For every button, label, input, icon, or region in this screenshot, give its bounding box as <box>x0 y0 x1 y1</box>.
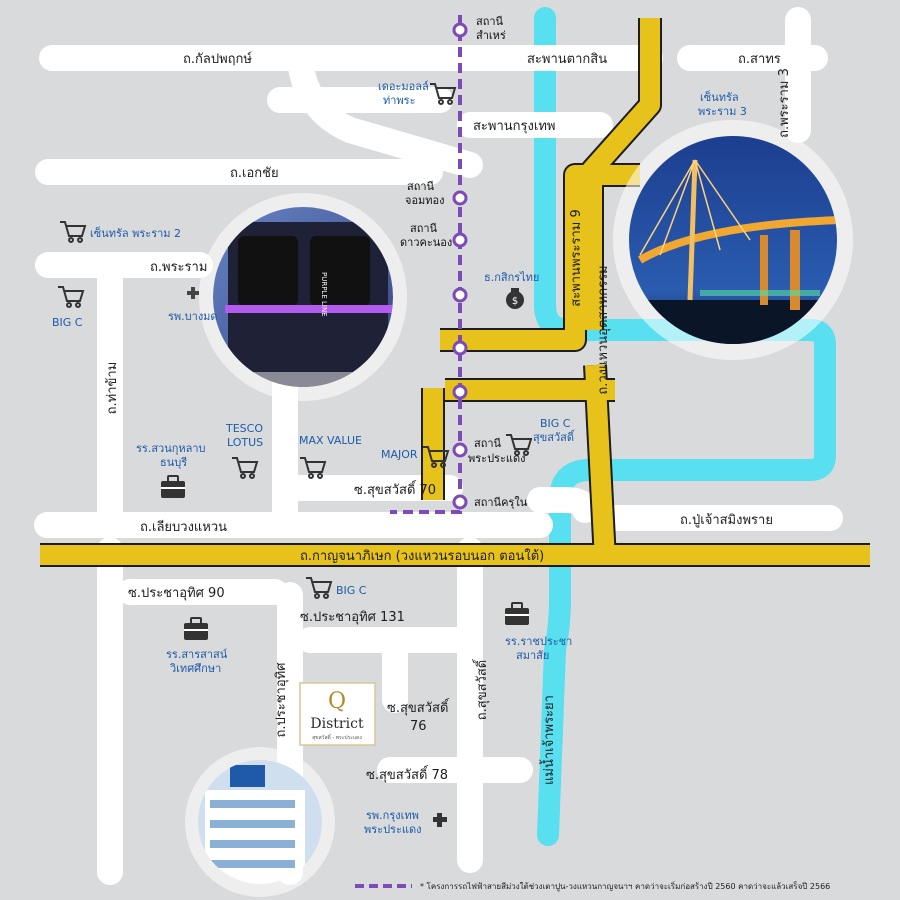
legend-note: * โครงการรถไฟฟ้าสายสีม่วงใต้ช่วงเตาปูน-ว… <box>420 880 830 892</box>
station-dot-phrapradaeng <box>452 442 468 458</box>
road-label-suksawat-78: ซ.สุขสวัสดิ์ 78 <box>366 765 448 783</box>
place-bangkok-hospital-b: พระประแดง <box>364 823 421 836</box>
station-samrae-a: สถานี <box>476 15 504 28</box>
place-big-c-bottom: BIG C <box>336 584 367 597</box>
road-label-suksawat-70: ซ.สุขสวัสดิ์ 70 <box>354 480 436 498</box>
cart-icons <box>58 83 533 599</box>
station-dot-chomthong <box>452 190 468 206</box>
station-chomthong-a: สถานี <box>407 180 435 193</box>
place-suan-kularb-b: ธนบุรี <box>160 456 187 469</box>
q-district-logo: Q District สุขสวัสดิ์ - พระประแดง <box>299 682 376 746</box>
train-photo: PURPLE LINE <box>199 193 407 401</box>
cart-icon <box>232 457 259 479</box>
school-bag-icon <box>161 475 185 498</box>
place-bangkok-hospital-a: รพ.กรุงเทพ <box>366 809 419 822</box>
logo-letter: Q <box>328 689 346 714</box>
road-label-tha-kham: ถ.ท่าข้าม <box>105 362 120 415</box>
cart-icon <box>58 286 85 308</box>
place-central-rama2: เซ็นทรัล พระราม 2 <box>90 226 181 240</box>
place-central-rama3-a: เซ็นทรัล <box>700 90 739 104</box>
road-label-pu-chao: ถ.ปู่เจ้าสมิงพราย <box>680 513 773 528</box>
road-label-phra-ram: ถ.พระราม <box>150 260 207 275</box>
road-label-pracha-uthit-90: ซ.ประชาอุทิศ 90 <box>128 586 225 601</box>
road-label-suksawat: ถ.สุขสวัสดิ์ <box>472 658 490 720</box>
station-dot-samrae <box>452 22 468 38</box>
place-ratchaprachasamai-a: รร.ราชประชา <box>505 635 572 648</box>
bridge-label-krungthep: สะพานกรุงเทพ <box>473 119 555 134</box>
river-label-chao-phraya: แม่น้ำเจ้าพระยา <box>539 695 557 785</box>
road-label-ekkachai: ถ.เอกชัย <box>230 166 279 181</box>
place-big-c-suksawat-b: สุขสวัสดิ์ <box>533 429 576 444</box>
station-phrapradaeng-a: สถานี <box>474 437 502 450</box>
legend: * โครงการรถไฟฟ้าสายสีม่วงใต้ช่วงเตาปูน-ว… <box>355 880 830 892</box>
station-samrae-b: สำเหร่ <box>476 29 506 42</box>
place-the-mall-a: เดอะมอลล์ <box>378 80 429 93</box>
station-dot-a <box>452 287 468 303</box>
road-label-kanchanaphisek: ถ.กาญจนาภิเษก (วงแหวนรอบนอก ตอนใต้) <box>300 548 544 564</box>
cart-icon <box>506 434 533 456</box>
hospital-cross-icon <box>187 287 199 299</box>
station-chomthong-b: จอมทอง <box>405 194 445 207</box>
bridge-photo <box>613 120 853 360</box>
station-daokhanong-b: ดาวคะนอง <box>400 236 452 249</box>
station-dot-daokhanong <box>452 232 468 248</box>
road-label-suksawat-76-b: 76 <box>410 719 427 734</box>
purple-line-route <box>390 15 462 514</box>
money-bag-icon: $ <box>506 288 524 309</box>
road-label-rama-3: ถ.พระราม 3 <box>777 68 792 138</box>
logo-name: District <box>310 716 364 732</box>
station-dot-b <box>452 340 468 356</box>
svg-text:$: $ <box>512 296 518 307</box>
road-label-sathorn: ถ.สาทร <box>738 52 781 67</box>
road-label-suksawat-76-a: ซ.สุขสวัสดิ์ <box>387 698 450 716</box>
yellow-roads <box>40 18 870 565</box>
bridge-label-rama-9: สะพานพระราม 9 <box>569 209 584 306</box>
station-dot-c <box>452 384 468 400</box>
station-khrunai: สถานีครุใน <box>474 496 528 509</box>
hospital-cross-icon <box>433 813 447 827</box>
place-sarasas-b: วิเทศศึกษา <box>169 662 221 675</box>
school-bag-icon <box>184 617 208 640</box>
train-text: PURPLE LINE <box>320 272 328 317</box>
station-daokhanong-a: สถานี <box>410 222 438 235</box>
place-tesco-a: TESCO <box>225 422 263 435</box>
place-kasikorn: ธ.กสิกรไทย <box>484 271 539 284</box>
school-bag-icon <box>505 602 529 625</box>
cart-icon <box>430 83 457 105</box>
bridge-label-taksin: สะพานตากสิน <box>527 52 607 67</box>
cart-icon <box>423 446 450 468</box>
place-max-value: MAX VALUE <box>299 434 362 447</box>
road-label-wong-waen-utsahakam: ถ.วงแหวนอุตสาหกรรม <box>596 265 611 394</box>
place-sarasas-a: รร.สารสาสน์ <box>166 648 228 661</box>
place-suan-kularb-a: รร.สวนกุหลาบ <box>136 442 206 455</box>
place-tesco-b: LOTUS <box>227 436 263 449</box>
station-dot-khrunai <box>452 494 468 510</box>
logo-sub: สุขสวัสดิ์ - พระประแดง <box>312 733 362 741</box>
place-big-c-suksawat-a: BIG C <box>540 417 571 430</box>
place-central-rama3-b: พระราม 3 <box>698 105 747 118</box>
hospital-photo <box>185 747 335 897</box>
cart-icon <box>306 577 333 599</box>
road-label-kanlapaphruek: ถ.กัลปพฤกษ์ <box>183 51 252 67</box>
road-label-liap-wong-waen: ถ.เลียบวงแหวน <box>140 519 227 535</box>
road-label-pracha-uthit-131: ซ.ประชาอุทิศ 131 <box>300 610 405 625</box>
place-ratchaprachasamai-b: สมาสัย <box>516 649 549 662</box>
road-label-pracha-uthit: ถ.ประชาอุทิศ <box>274 662 289 738</box>
cart-icon <box>300 457 327 479</box>
place-bangmod-hospital: รพ.บางมด <box>168 310 218 323</box>
place-major: MAJOR <box>381 448 418 461</box>
place-the-mall-b: ท่าพระ <box>383 94 416 107</box>
cart-icon <box>60 221 87 243</box>
station-phrapradaeng-b: พระประแดง <box>468 452 525 465</box>
place-big-c-left: BIG C <box>52 316 83 329</box>
school-icons <box>161 475 529 640</box>
purple-line-stations <box>452 22 468 510</box>
